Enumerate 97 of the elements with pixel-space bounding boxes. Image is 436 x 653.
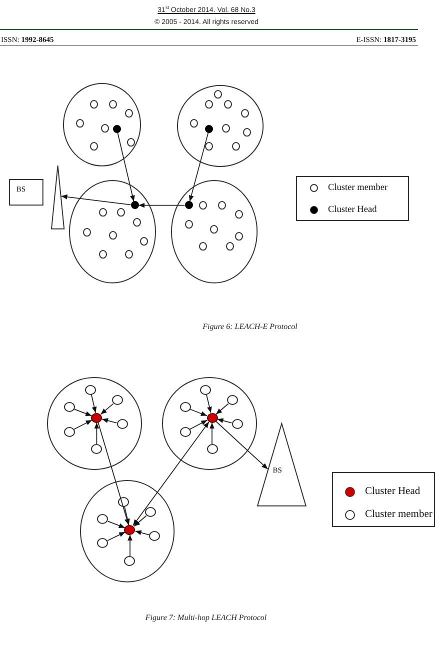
arrow	[128, 534, 132, 556]
member-node	[206, 444, 218, 454]
arrow	[107, 532, 126, 542]
figure-caption: Figure 7: Multi-hop LEACH Protocol	[145, 613, 267, 623]
arrow	[132, 421, 210, 526]
member-node	[100, 124, 109, 133]
member-node	[90, 100, 98, 108]
base-station-box	[9, 178, 44, 206]
member-node	[91, 444, 102, 454]
legend-label: Cluster Head	[365, 486, 420, 498]
member-node	[222, 124, 230, 133]
member-node	[232, 142, 240, 150]
member-node	[218, 201, 226, 210]
arrow	[134, 515, 147, 527]
legend-label: Cluster member	[365, 508, 432, 521]
arrow	[215, 420, 268, 470]
member-node	[98, 208, 107, 217]
cluster-head-node	[184, 201, 193, 210]
antenna-triangle	[51, 165, 65, 230]
cluster-circle	[69, 180, 156, 284]
cluster-head-node	[206, 412, 218, 423]
arrow	[60, 194, 132, 206]
arrow	[138, 202, 186, 208]
cluster-circle	[162, 377, 256, 470]
member-node	[224, 100, 232, 108]
legend-label: Cluster member	[328, 182, 388, 194]
member-node	[84, 384, 96, 395]
arrow	[107, 520, 126, 528]
member-node	[210, 224, 218, 234]
member-node	[97, 538, 108, 548]
cluster-circle	[80, 480, 174, 582]
figure-caption: Figure 6: LEACH-E Protocol	[202, 322, 298, 332]
member-node	[144, 507, 156, 518]
member-node	[83, 228, 92, 236]
member-node	[109, 100, 118, 108]
cluster-head-node	[130, 201, 139, 210]
arrow	[206, 394, 212, 414]
member-node	[112, 395, 123, 406]
member-node	[214, 90, 222, 98]
member-node	[240, 108, 249, 118]
cluster-circle	[47, 377, 142, 470]
member-node	[149, 531, 160, 542]
arrow	[74, 420, 92, 430]
member-node	[190, 118, 198, 128]
cluster-head-node	[205, 124, 214, 133]
cluster-circle	[176, 84, 264, 167]
member-node	[140, 236, 148, 246]
member-node	[226, 395, 238, 406]
cluster-head-node	[112, 124, 121, 133]
arrow	[216, 403, 229, 415]
member-node	[199, 242, 208, 251]
member-node	[184, 220, 193, 229]
member-node	[200, 384, 211, 395]
member-node	[116, 419, 128, 430]
member-node	[180, 426, 190, 437]
member-node	[126, 138, 135, 147]
member-node	[180, 402, 190, 412]
cluster-circle	[170, 180, 258, 284]
arrow	[190, 408, 208, 416]
member-node	[205, 100, 214, 108]
member-node	[90, 142, 98, 150]
member-node	[64, 426, 75, 437]
arrow	[74, 408, 92, 416]
member-node	[116, 208, 125, 217]
member-node	[124, 556, 136, 566]
arrow	[188, 132, 209, 202]
arrow	[94, 422, 100, 444]
member-node	[98, 250, 107, 258]
arrow	[102, 418, 118, 424]
arrow	[98, 422, 130, 526]
member-node	[133, 218, 142, 226]
member-node	[226, 242, 234, 251]
cluster-head-node	[91, 412, 102, 423]
member-node	[234, 210, 243, 219]
arrow	[117, 132, 135, 202]
member-node	[232, 419, 242, 430]
cluster-head-node	[124, 524, 136, 535]
member-node	[125, 250, 134, 258]
arrow	[189, 420, 208, 430]
arrow	[134, 530, 150, 536]
member-node	[235, 232, 244, 241]
legend-label: Cluster Head	[328, 204, 377, 216]
arrow	[100, 403, 114, 415]
cluster-circle	[62, 83, 141, 167]
member-node	[109, 231, 118, 240]
member-node	[199, 201, 208, 210]
arrow	[216, 418, 232, 424]
arrow	[90, 394, 97, 414]
member-node	[76, 118, 84, 128]
arrow	[124, 506, 130, 526]
member-node	[243, 128, 252, 137]
member-node	[97, 514, 108, 524]
base-station-triangle	[256, 423, 306, 507]
member-node	[205, 142, 214, 150]
arrow	[210, 422, 214, 444]
member-node	[125, 108, 134, 118]
member-node	[64, 402, 75, 412]
